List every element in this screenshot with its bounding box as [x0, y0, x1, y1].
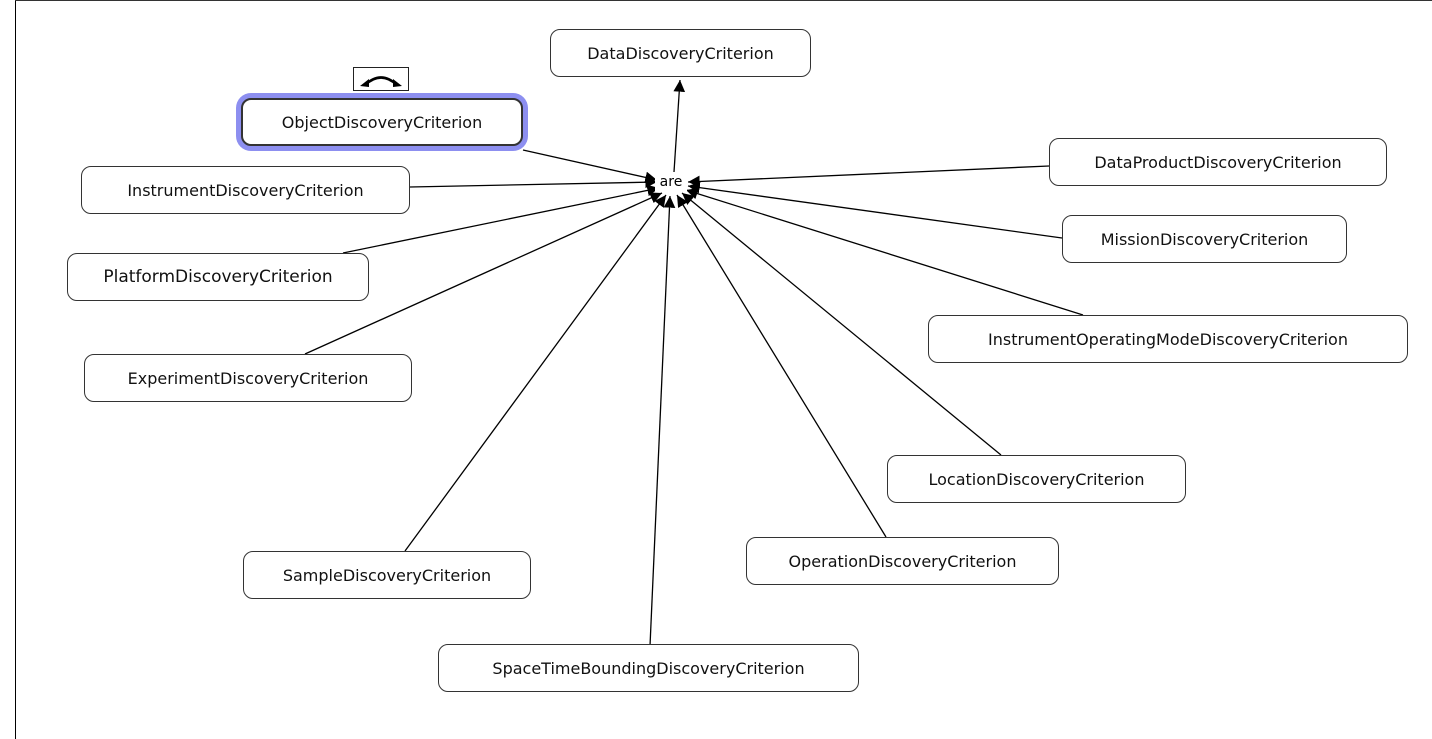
- node-instrument-operating-mode-discovery-criterion[interactable]: InstrumentOperatingModeDiscoveryCriterio…: [928, 315, 1408, 363]
- node-data-product-discovery-criterion[interactable]: DataProductDiscoveryCriterion: [1049, 138, 1387, 186]
- canvas-border-top: [15, 0, 1432, 1]
- node-sample-discovery-criterion[interactable]: SampleDiscoveryCriterion: [243, 551, 531, 599]
- link-object-to-are: [522, 149, 658, 184]
- link-spacetime-to-are: [649, 195, 676, 647]
- link-are-to-datadiscovery: [673, 79, 686, 173]
- link-dataproduct-to-are: [687, 165, 1050, 188]
- link-platform-to-are: [342, 184, 660, 254]
- link-operation-to-are: [676, 194, 887, 538]
- node-spacetime-bounding-discovery-criterion[interactable]: SpaceTimeBoundingDiscoveryCriterion: [438, 644, 859, 692]
- link-operating-mode-to-are: [685, 187, 1084, 316]
- node-platform-discovery-criterion[interactable]: PlatformDiscoveryCriterion: [67, 253, 369, 301]
- link-experiment-to-are: [304, 192, 663, 355]
- link-instrument-to-are: [409, 176, 658, 189]
- link-mission-to-are: [687, 181, 1063, 239]
- canvas-border-left: [15, 0, 16, 739]
- node-operation-discovery-criterion[interactable]: OperationDiscoveryCriterion: [746, 537, 1059, 585]
- link-location-to-are: [681, 192, 1002, 456]
- link-sample-to-are: [404, 194, 667, 552]
- node-mission-discovery-criterion[interactable]: MissionDiscoveryCriterion: [1062, 215, 1347, 263]
- curved-double-arrow-icon: [360, 76, 402, 87]
- node-data-discovery-criterion[interactable]: DataDiscoveryCriterion: [550, 29, 811, 77]
- node-object-discovery-criterion[interactable]: ObjectDiscoveryCriterion: [241, 98, 523, 146]
- selection-handle[interactable]: [353, 67, 409, 91]
- node-instrument-discovery-criterion[interactable]: InstrumentDiscoveryCriterion: [81, 166, 410, 214]
- node-location-discovery-criterion[interactable]: LocationDiscoveryCriterion: [887, 455, 1186, 503]
- node-experiment-discovery-criterion[interactable]: ExperimentDiscoveryCriterion: [84, 354, 412, 402]
- relation-label-are[interactable]: are: [655, 173, 687, 191]
